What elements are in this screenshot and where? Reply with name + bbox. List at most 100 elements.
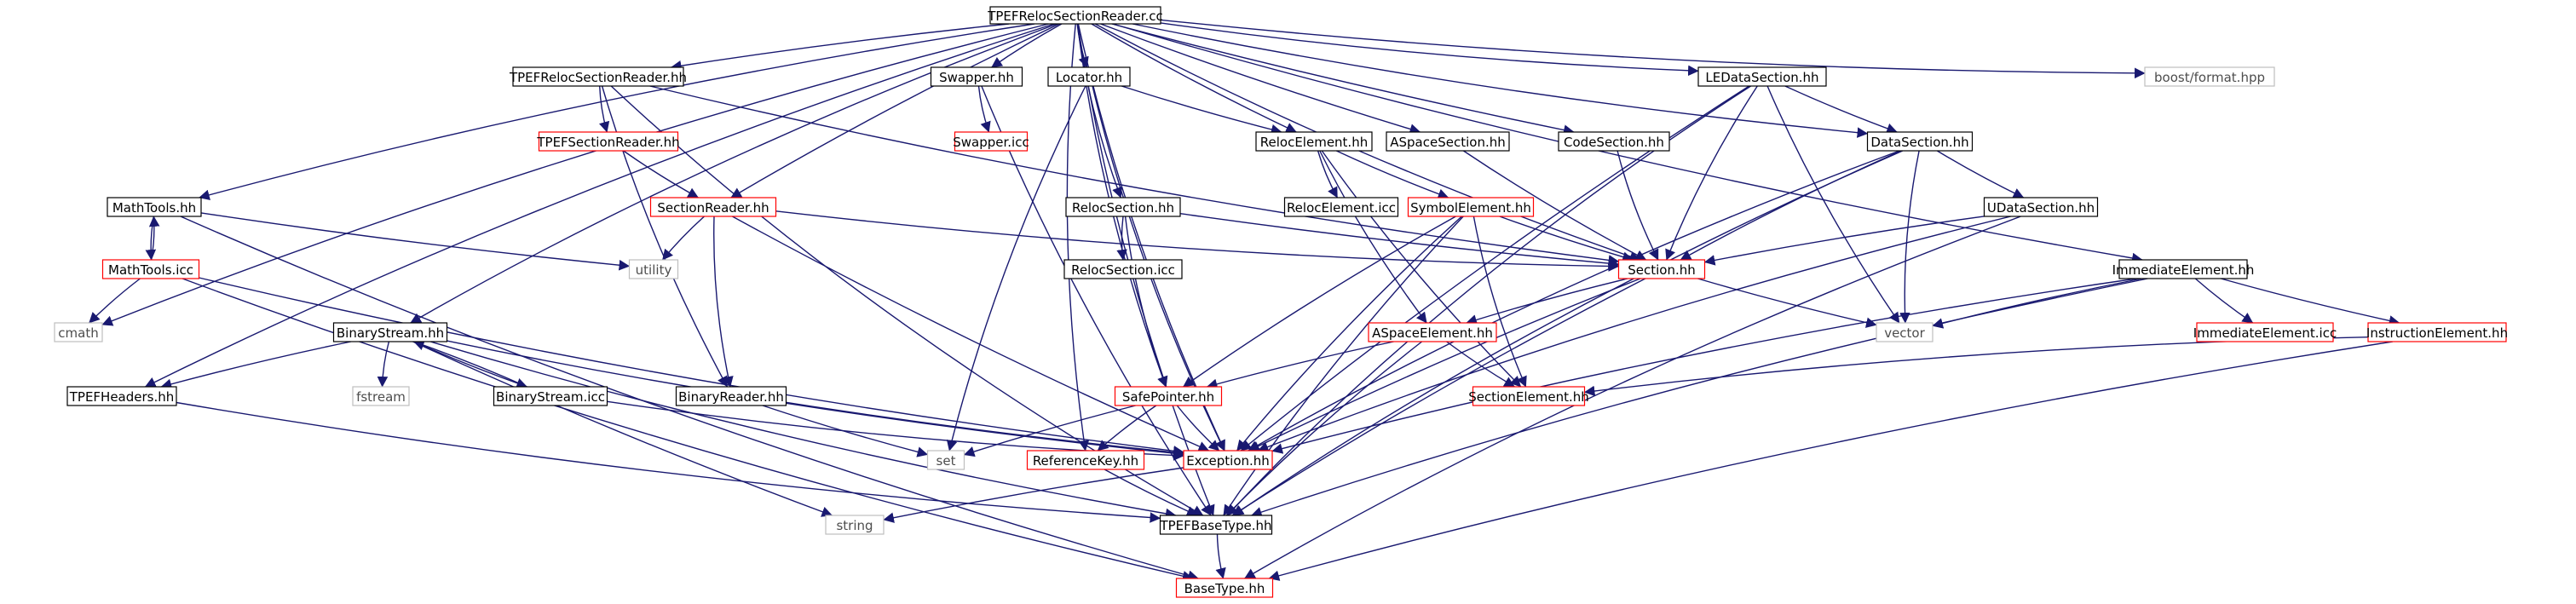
- edge-ledata-to-datasec: [1784, 85, 1898, 134]
- node-safeptr[interactable]: SafePointer.hh: [1114, 386, 1223, 406]
- node-binstreamicc[interactable]: BinaryStream.icc: [493, 386, 608, 406]
- node-relocsecicc[interactable]: RelocSection.icc: [1063, 259, 1183, 279]
- node-label: RelocSection.hh: [1072, 200, 1174, 216]
- edge-codesec-to-sechh: [1616, 150, 1659, 261]
- node-label: SectionReader.hh: [657, 200, 769, 216]
- edge-symel-to-exc: [1236, 216, 1462, 452]
- node-lochh[interactable]: Locator.hh: [1047, 66, 1131, 87]
- edge-rrhh-to-sechh: [649, 85, 1620, 266]
- node-label: SectionElement.hh: [1468, 389, 1589, 405]
- node-box: [2196, 322, 2334, 342]
- node-relocelicc[interactable]: RelocElement.icc: [1283, 197, 1399, 217]
- edge-mathicc-to-cmath: [89, 278, 141, 324]
- node-set[interactable]: set: [926, 450, 965, 470]
- node-relocel[interactable]: RelocElement.hh: [1255, 131, 1373, 152]
- node-tpefhead[interactable]: TPEFHeaders.hh: [66, 386, 177, 406]
- node-box: [2144, 66, 2275, 87]
- edge-root-to-mathhh: [199, 23, 1035, 200]
- node-rrhh[interactable]: TPEFRelocSectionReader.hh: [509, 66, 687, 87]
- edge-binstream-to-string: [412, 341, 833, 517]
- edge-immel-to-basetype: [1251, 278, 2148, 518]
- node-label: set: [936, 453, 956, 469]
- node-basetype[interactable]: TPEFBaseType.hh: [1159, 515, 1273, 535]
- node-binstream[interactable]: BinaryStream.hh: [332, 322, 448, 342]
- node-root[interactable]: TPEFRelocSectionReader.cc: [987, 6, 1163, 25]
- edge-symel-to-basetype: [1223, 216, 1464, 516]
- edge-secreader-to-binreader: [713, 216, 734, 388]
- edge-sechh-to-basetype: [1231, 278, 1646, 516]
- node-label: TPEFHeaders.hh: [69, 389, 175, 405]
- node-swaphh[interactable]: Swapper.hh: [930, 66, 1023, 87]
- edge-relocsec-to-safeptr: [1124, 216, 1168, 388]
- node-label: BinaryStream.icc: [496, 389, 605, 405]
- edge-mathicc-to-mathhh: [148, 216, 160, 261]
- edge-ledata-to-vector: [1766, 85, 1900, 324]
- edge-swaphh-to-swapicc: [977, 85, 991, 133]
- node-aspel[interactable]: ASpaceElement.hh: [1368, 322, 1497, 342]
- node-label: ImmediateElement.icc: [2193, 325, 2337, 341]
- node-label: string: [836, 518, 873, 533]
- edge-symel-to-sechh: [1499, 216, 1634, 262]
- node-label: Swapper.hh: [939, 70, 1014, 85]
- node-symel[interactable]: SymbolElement.hh: [1407, 197, 1535, 217]
- node-box: [1876, 322, 1933, 342]
- node-label: fstream: [356, 389, 406, 405]
- node-utility[interactable]: utility: [628, 259, 679, 279]
- edge-safeptr-to-set: [963, 405, 1136, 457]
- node-bt[interactable]: BaseType.hh: [1175, 578, 1274, 598]
- node-box: [1047, 66, 1131, 87]
- node-vector[interactable]: vector: [1876, 322, 1933, 342]
- node-fstream[interactable]: fstream: [352, 386, 410, 406]
- node-refkey[interactable]: ReferenceKey.hh: [1026, 450, 1145, 470]
- node-codesec[interactable]: CodeSection.hh: [1558, 131, 1670, 152]
- node-label: boost/format.hpp: [2154, 70, 2265, 85]
- edge-relocsec-to-sechh: [1179, 213, 1620, 269]
- edge-safeptr-to-exc: [1176, 405, 1220, 452]
- edge-relocsec-to-relocsecicc: [1116, 216, 1127, 261]
- node-box: [54, 322, 103, 342]
- node-string[interactable]: string: [825, 515, 885, 535]
- node-swapicc[interactable]: Swapper.icc: [953, 131, 1029, 152]
- node-relocsec[interactable]: RelocSection.hh: [1065, 197, 1181, 217]
- node-aspsec[interactable]: ASpaceSection.hh: [1386, 131, 1510, 152]
- node-secreader[interactable]: SectionReader.hh: [649, 197, 777, 217]
- node-datasec[interactable]: DataSection.hh: [1866, 131, 1974, 152]
- node-label: RelocElement.hh: [1260, 135, 1368, 150]
- node-binreader[interactable]: BinaryReader.hh: [675, 386, 787, 406]
- node-label: CodeSection.hh: [1564, 135, 1664, 150]
- node-immelicc[interactable]: ImmediateElement.icc: [2193, 322, 2337, 342]
- node-udata[interactable]: UDataSection.hh: [1983, 197, 2099, 217]
- edge-mathicc-to-bt: [182, 278, 1194, 582]
- node-ledata[interactable]: LEDataSection.hh: [1697, 66, 1827, 87]
- node-box: [538, 131, 679, 152]
- node-box: [930, 66, 1023, 87]
- edge-datasec-to-vector: [1899, 150, 1920, 324]
- node-mathhh[interactable]: MathTools.hh: [107, 197, 202, 217]
- edge-immel-to-instrel: [2221, 278, 2400, 326]
- node-box: [66, 386, 177, 406]
- node-label: SafePointer.hh: [1122, 389, 1214, 405]
- edge-root-to-datasec: [1132, 23, 1869, 138]
- node-tpefsr[interactable]: TPEFSectionReader.hh: [536, 131, 680, 152]
- edge-binstream-to-binstreamicc: [413, 341, 527, 388]
- edge-symel-to-safeptr: [1183, 216, 1456, 388]
- edge-binstreamicc-to-binstream: [413, 340, 527, 388]
- node-cmath[interactable]: cmath: [54, 322, 103, 342]
- node-exc[interactable]: Exception.hh: [1183, 450, 1273, 470]
- node-label: DataSection.hh: [1870, 135, 1968, 150]
- node-label: InstructionElement.hh: [2366, 325, 2508, 341]
- node-box: [512, 66, 684, 87]
- node-box: [1159, 515, 1273, 535]
- node-immel[interactable]: ImmediateElement.hh: [2112, 259, 2255, 279]
- node-mathicc[interactable]: MathTools.icc: [101, 259, 200, 279]
- node-box: [107, 197, 202, 217]
- node-box: [1114, 386, 1223, 406]
- node-label: Exception.hh: [1186, 453, 1270, 469]
- edge-relocel-to-aspel: [1319, 150, 1427, 324]
- node-secel[interactable]: SectionElement.hh: [1468, 386, 1589, 406]
- node-sechh[interactable]: Section.hh: [1617, 259, 1706, 279]
- edge-instrel-to-bt: [1268, 341, 2393, 581]
- node-instrel[interactable]: InstructionElement.hh: [2366, 322, 2508, 342]
- node-boostfmt[interactable]: boost/format.hpp: [2144, 66, 2275, 87]
- node-box: [989, 6, 1161, 25]
